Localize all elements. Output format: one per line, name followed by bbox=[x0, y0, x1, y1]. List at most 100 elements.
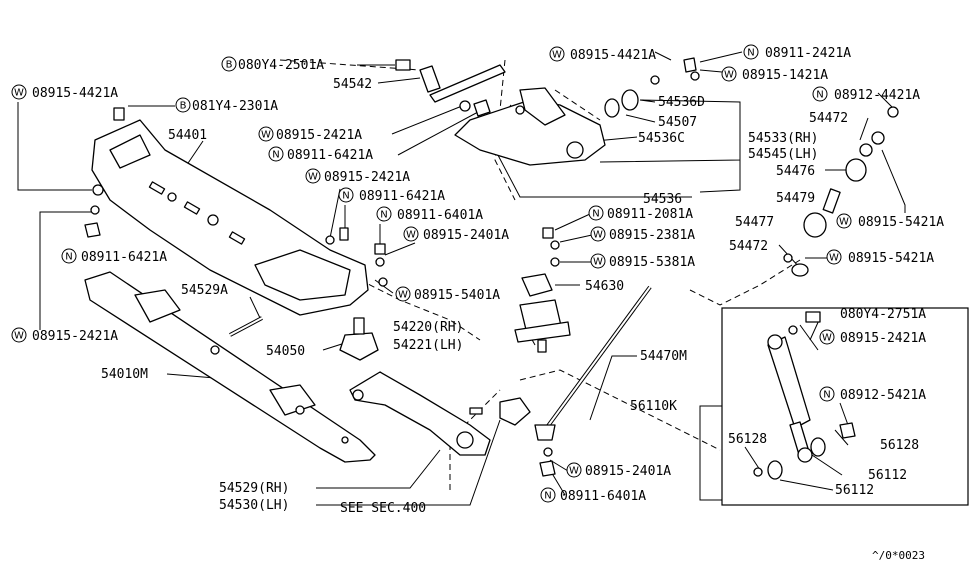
label-08911-2421A: 08911-2421A bbox=[765, 46, 851, 61]
label-08911-6401A-center: 08911-6401A bbox=[397, 208, 483, 223]
shock-absorber-box bbox=[721, 307, 969, 506]
label-54470M: 54470M bbox=[640, 349, 687, 364]
label-54220RH: 54220(RH) bbox=[393, 320, 463, 335]
label-54401: 54401 bbox=[168, 128, 207, 143]
svg-text:N: N bbox=[272, 150, 279, 161]
part-labels: 080Y4-2501A 54542 08915-4421A 08911-2421… bbox=[32, 46, 944, 562]
label-08915-5421A-lower: 08915-5421A bbox=[848, 251, 934, 266]
label-08915-5401A: 08915-5401A bbox=[414, 288, 500, 303]
bolt-prefix-symbol: B bbox=[221, 56, 237, 72]
svg-text:W: W bbox=[569, 466, 579, 477]
label-08912-4421A: 08912-4421A bbox=[834, 88, 920, 103]
label-see-sec-400: SEE SEC.400 bbox=[340, 501, 426, 516]
svg-text:N: N bbox=[65, 252, 72, 263]
mount-54220 bbox=[514, 299, 571, 353]
ball-joint-sec400 bbox=[499, 397, 531, 426]
washer-prefix-symbol: W bbox=[721, 66, 737, 82]
washer-prefix-symbol: W bbox=[826, 249, 842, 265]
label-54533RH: 54533(RH) bbox=[748, 131, 818, 146]
svg-text:B: B bbox=[226, 60, 233, 71]
tension-rod-54470M bbox=[534, 285, 652, 441]
svg-text:W: W bbox=[14, 331, 24, 342]
crossmember-54401 bbox=[91, 119, 369, 316]
label-54536D: 54536D bbox=[658, 95, 705, 110]
label-08912-5421A: 08912-5421A bbox=[840, 388, 926, 403]
label-54472-top: 54472 bbox=[809, 111, 848, 126]
label-081Y4-2301A: 081Y4-2301A bbox=[192, 99, 278, 114]
washer-prefix-symbol: W bbox=[11, 327, 27, 343]
label-54507: 54507 bbox=[658, 115, 697, 130]
bolt-prefix-symbol: B bbox=[175, 97, 191, 113]
washer-prefix-symbol: W bbox=[395, 286, 411, 302]
svg-text:N: N bbox=[592, 209, 599, 220]
bolt-54529A bbox=[229, 316, 263, 337]
label-54221LH: 54221(LH) bbox=[393, 338, 463, 353]
svg-text:W: W bbox=[593, 230, 603, 241]
bracket-54630 bbox=[521, 273, 553, 297]
label-08915-2401A-center: 08915-2401A bbox=[423, 228, 509, 243]
label-54536: 54536 bbox=[643, 192, 682, 207]
svg-text:W: W bbox=[593, 257, 603, 268]
nut-prefix-symbol: N bbox=[376, 206, 392, 222]
label-54529A: 54529A bbox=[181, 283, 228, 298]
svg-text:W: W bbox=[829, 253, 839, 264]
label-08915-5421A-upper: 08915-5421A bbox=[858, 215, 944, 230]
shock-absorber-56110K bbox=[767, 334, 813, 463]
label-56128-right: 56128 bbox=[880, 438, 919, 453]
washer-prefix-symbol: W bbox=[590, 253, 606, 269]
washer-prefix-symbol: W bbox=[836, 213, 852, 229]
svg-text:B: B bbox=[180, 101, 187, 112]
label-54479: 54479 bbox=[776, 191, 815, 206]
nut-prefix-symbol: N bbox=[268, 146, 284, 162]
nut-prefix-symbol: N bbox=[338, 187, 354, 203]
lower-arm-54529 bbox=[349, 371, 491, 456]
svg-text:N: N bbox=[342, 191, 349, 202]
ball-joint-54050 bbox=[339, 317, 379, 361]
label-08915-4421A-top: 08915-4421A bbox=[570, 48, 656, 63]
label-080Y4-2751A: 080Y4-2751A bbox=[840, 307, 926, 322]
label-08915-5381A: 08915-5381A bbox=[609, 255, 695, 270]
label-08915-2421A-left: 08915-2421A bbox=[32, 329, 118, 344]
nut-prefix-symbol: N bbox=[743, 44, 759, 60]
label-08911-6421A-left: 08911-6421A bbox=[81, 250, 167, 265]
washer-prefix-symbol: W bbox=[403, 226, 419, 242]
label-08911-6421A-mid: 08911-6421A bbox=[287, 148, 373, 163]
label-08915-2421A-center: 08915-2421A bbox=[324, 170, 410, 185]
nut-prefix-symbol: N bbox=[540, 487, 556, 503]
nut-prefix-symbol: N bbox=[819, 386, 835, 402]
label-08911-6401A-bottom: 08911-6401A bbox=[560, 489, 646, 504]
label-08915-2381A: 08915-2381A bbox=[609, 228, 695, 243]
label-08915-4421A-left: 08915-4421A bbox=[32, 86, 118, 101]
label-080Y4-2501A: 080Y4-2501A bbox=[238, 58, 324, 73]
upper-arm-54533 bbox=[454, 87, 606, 166]
label-08911-2081A: 08911-2081A bbox=[607, 207, 693, 222]
label-54010M: 54010M bbox=[101, 367, 148, 382]
nut-prefix-symbol: N bbox=[61, 248, 77, 264]
label-54476: 54476 bbox=[776, 164, 815, 179]
frame-rail-54010M bbox=[84, 271, 376, 463]
leader-lines bbox=[17, 51, 906, 506]
svg-text:N: N bbox=[823, 390, 830, 401]
svg-text:W: W bbox=[724, 70, 734, 81]
label-54530LH: 54530(LH) bbox=[219, 498, 289, 513]
label-08915-1421A: 08915-1421A bbox=[742, 68, 828, 83]
label-54545LH: 54545(LH) bbox=[748, 147, 818, 162]
washer-prefix-symbol: W bbox=[566, 462, 582, 478]
nut-prefix-symbol: N bbox=[812, 86, 828, 102]
svg-text:W: W bbox=[308, 172, 318, 183]
label-56112-lower: 56112 bbox=[835, 483, 874, 498]
label-08915-2421A-mid: 08915-2421A bbox=[276, 128, 362, 143]
label-54477: 54477 bbox=[735, 215, 774, 230]
small-hardware bbox=[84, 57, 899, 480]
svg-text:W: W bbox=[406, 230, 416, 241]
svg-text:N: N bbox=[544, 491, 551, 502]
label-56128-left: 56128 bbox=[728, 432, 767, 447]
svg-text:W: W bbox=[552, 50, 562, 61]
label-08915-2401A-bottom: 08915-2401A bbox=[585, 464, 671, 479]
washer-prefix-symbol: W bbox=[819, 329, 835, 345]
label-54529RH: 54529(RH) bbox=[219, 481, 289, 496]
svg-text:W: W bbox=[261, 130, 271, 141]
label-54630: 54630 bbox=[585, 279, 624, 294]
